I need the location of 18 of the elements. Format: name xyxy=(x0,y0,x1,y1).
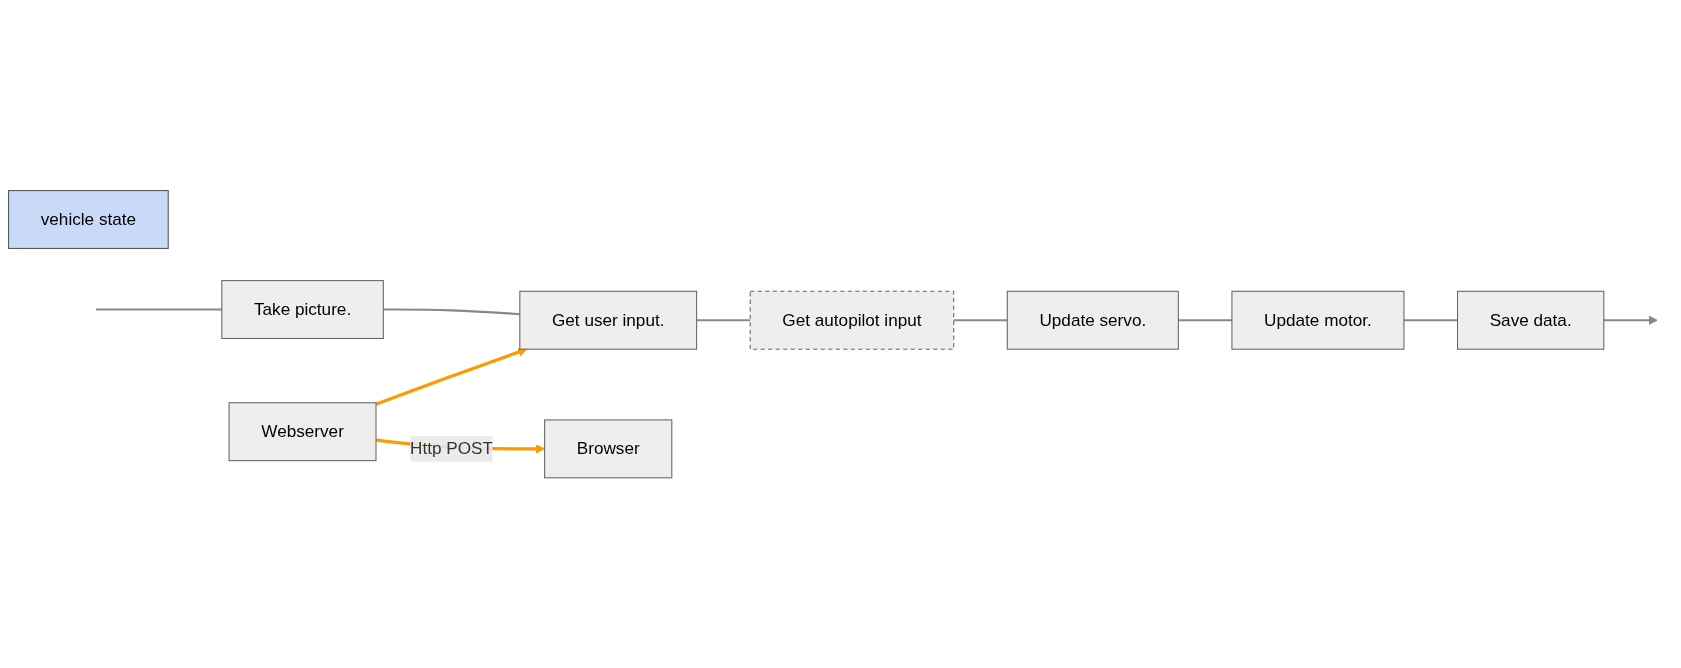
node-box: Update servo. xyxy=(1006,290,1179,350)
connector xyxy=(696,319,751,322)
connector xyxy=(1178,319,1232,322)
node-box: Take picture. xyxy=(221,279,384,339)
node-box: Get user input. xyxy=(519,290,698,350)
node-box: Get autopilot input xyxy=(749,290,955,350)
node-box: Save data. xyxy=(1457,290,1605,350)
arrow xyxy=(375,347,528,406)
edge-label: Http POST xyxy=(410,439,494,458)
arrow xyxy=(1603,315,1658,325)
connector xyxy=(383,308,520,316)
node-box: Browser xyxy=(544,419,673,479)
node-box: Update motor. xyxy=(1231,290,1405,350)
node-box: vehicle state xyxy=(8,189,169,249)
connector xyxy=(1403,319,1458,322)
node-box: Webserver xyxy=(228,402,377,461)
connector xyxy=(95,308,222,311)
connector xyxy=(953,319,1008,322)
